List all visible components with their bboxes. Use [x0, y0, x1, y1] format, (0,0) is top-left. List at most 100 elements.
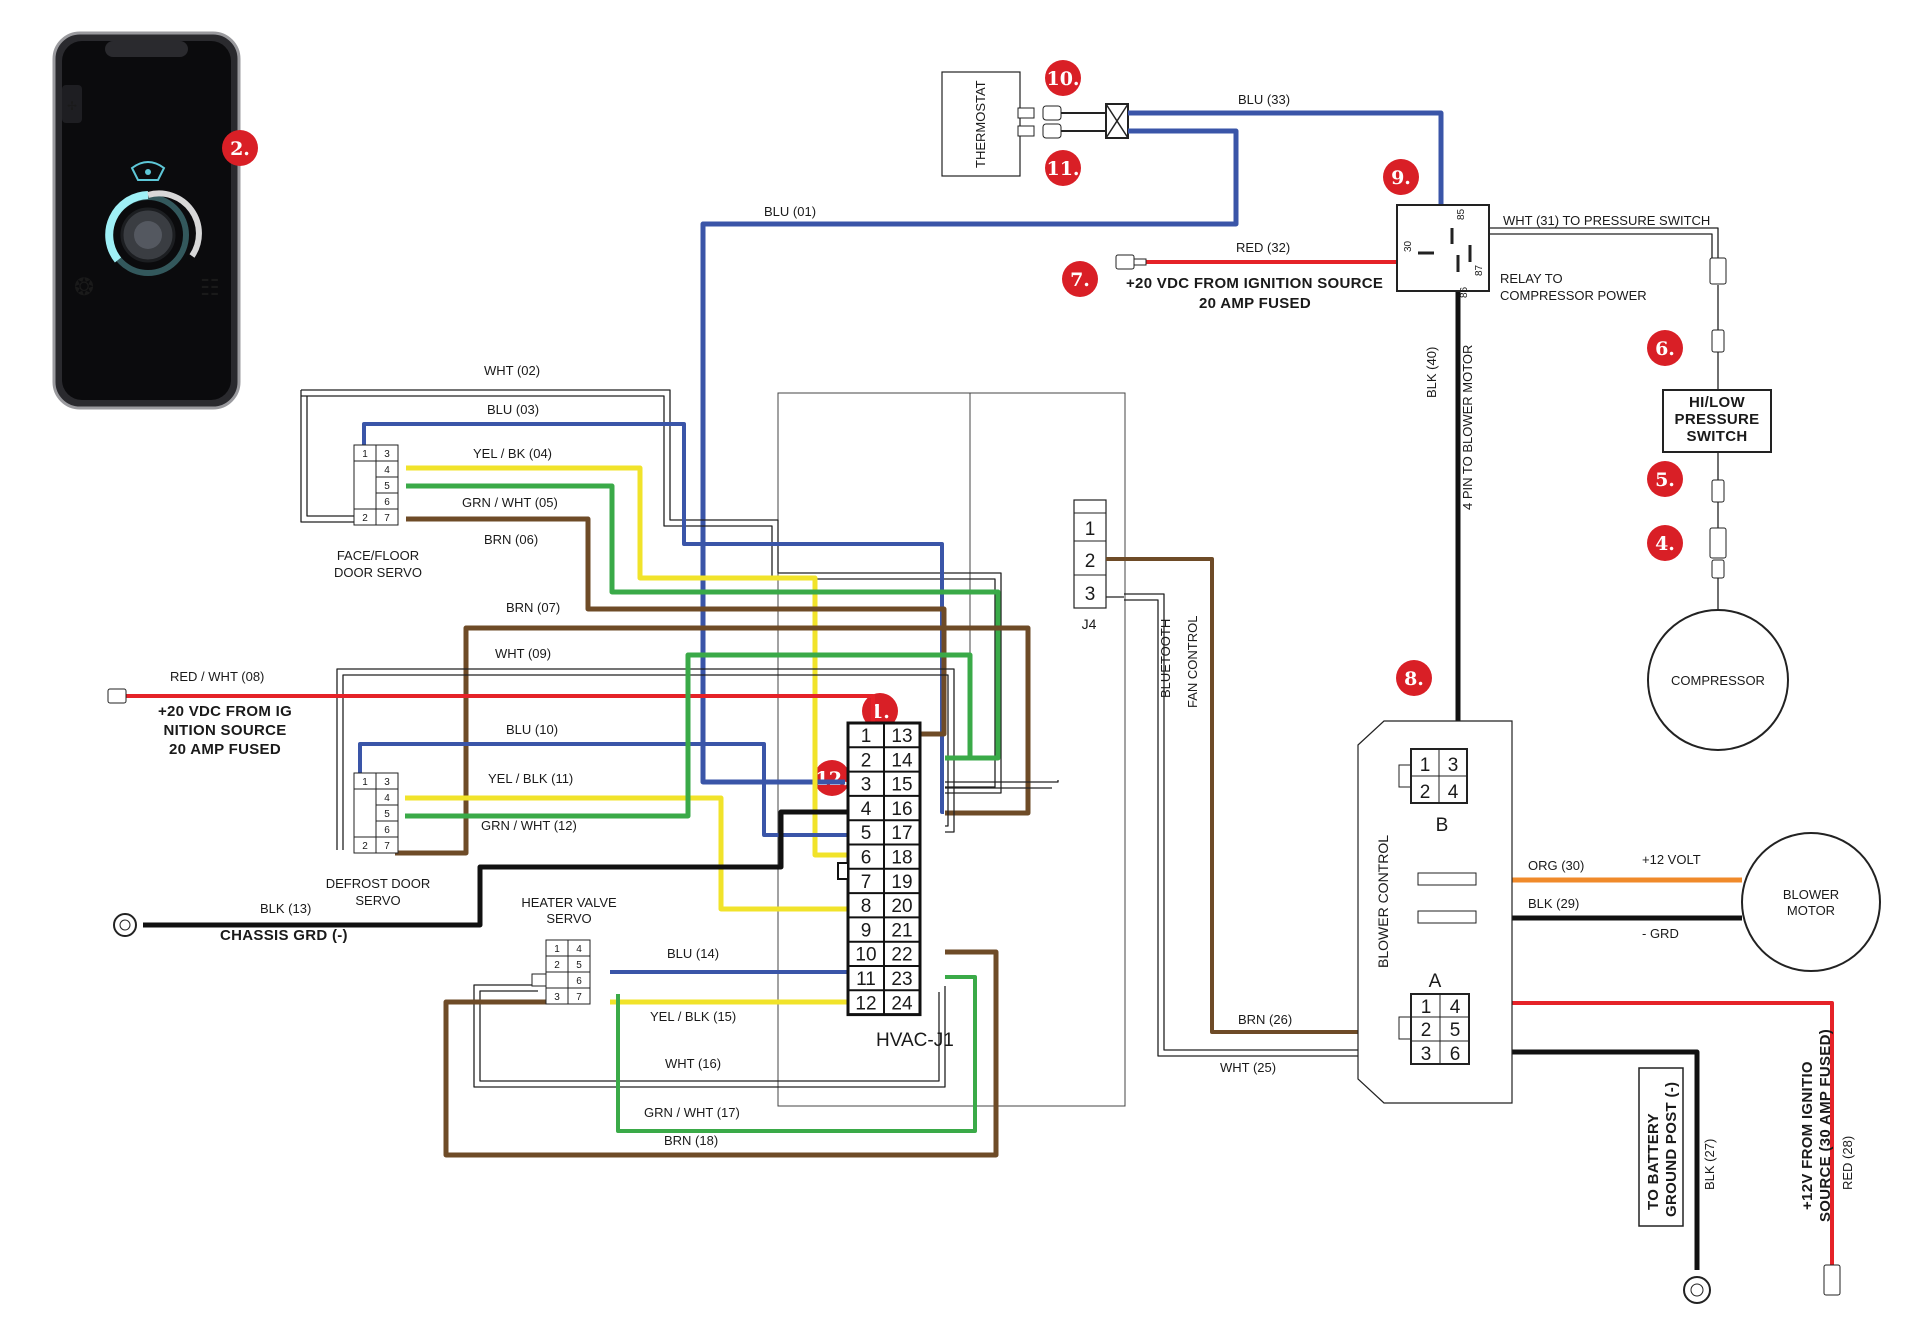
badge-10: 10.: [1045, 60, 1081, 96]
j1-pin-left: 12: [855, 993, 876, 1014]
svg-text:BLU (14): BLU (14): [667, 946, 719, 961]
j1-pin-right: 23: [891, 969, 912, 990]
svg-text:B: B: [1436, 815, 1449, 836]
svg-text:BLU (03): BLU (03): [487, 402, 539, 417]
badge-4: 4.: [1647, 525, 1683, 561]
badge-12: 12.: [814, 760, 850, 796]
svg-text:4.: 4.: [1655, 533, 1675, 555]
svg-text:RED (32): RED (32): [1236, 240, 1290, 255]
svg-text:PRESSURE: PRESSURE: [1675, 411, 1760, 428]
svg-text:SERVO: SERVO: [546, 911, 591, 926]
j1-pin-left: 11: [856, 969, 876, 990]
notes: +20 VDC FROM IGNITION SOURCE 20 AMP FUSE…: [158, 275, 1834, 1222]
side-tab[interactable]: [62, 85, 82, 123]
j1-pin-left: 8: [861, 896, 872, 917]
svg-text:4: 4: [1450, 997, 1461, 1018]
servo-pin: 7: [576, 992, 582, 1003]
servo-pin: 2: [362, 841, 368, 852]
j1-pin-left: 4: [861, 799, 872, 820]
pressure-switch-assembly: HI/LOW PRESSURE SWITCH: [1662, 257, 1772, 579]
svg-text:4 PIN TO BLOWER MOTOR: 4 PIN TO BLOWER MOTOR: [1460, 345, 1475, 510]
svg-text:BRN (06): BRN (06): [484, 532, 538, 547]
svg-text:BLUETOOTH: BLUETOOTH: [1158, 619, 1173, 698]
svg-text:A: A: [1429, 971, 1442, 992]
svg-text:BRN (07): BRN (07): [506, 600, 560, 615]
svg-text:2: 2: [1085, 551, 1096, 572]
face-vent-icon[interactable]: ❂: [74, 274, 94, 301]
svg-text:2: 2: [1421, 1020, 1432, 1041]
svg-text:DEFROST DOOR: DEFROST DOOR: [326, 876, 431, 891]
j1-pin-right: 18: [891, 848, 912, 869]
svg-text:12.: 12.: [815, 768, 848, 790]
svg-text:WHT (09): WHT (09): [495, 646, 551, 661]
servo-pin: 4: [384, 793, 390, 804]
svg-text:YEL / BLK (11): YEL / BLK (11): [488, 771, 573, 786]
j1-pin-right: 20: [891, 896, 912, 917]
svg-text:THERMOSTAT: THERMOSTAT: [973, 80, 988, 168]
servo-pin: 3: [384, 449, 390, 460]
badge-2: 2.: [222, 130, 258, 166]
servo-pin: 2: [554, 960, 560, 971]
svg-text:4: 4: [1448, 782, 1459, 803]
svg-text:3: 3: [1085, 584, 1096, 605]
temperature-dial[interactable]: [105, 190, 202, 276]
svg-text:YEL / BLK (15): YEL / BLK (15): [650, 1009, 736, 1024]
svg-text:2: 2: [1420, 782, 1431, 803]
svg-text:86: 86: [1459, 286, 1470, 298]
j1-pin-right: 22: [891, 945, 912, 966]
servo-pin: 1: [362, 449, 368, 460]
svg-text:3: 3: [1448, 755, 1459, 776]
badge-9: 9.: [1383, 159, 1419, 195]
svg-text:BLU (33): BLU (33): [1238, 92, 1290, 107]
floor-vent-icon[interactable]: ☷: [200, 275, 220, 300]
svg-text:BLK (27): BLK (27): [1702, 1139, 1717, 1190]
phone-app-mockup: ✢ ❂ ☷: [52, 31, 241, 410]
j1-pin-left: 7: [861, 872, 872, 893]
servo-pin: 7: [384, 513, 390, 524]
svg-text:BLK (13): BLK (13): [260, 901, 311, 916]
svg-text:BRN (18): BRN (18): [664, 1133, 718, 1148]
servo-pin: 1: [554, 944, 560, 955]
blower-control-module: BLOWER CONTROL 1 3 2 4 B A 1 4 2 5 3: [1357, 720, 1513, 1104]
svg-text:BLOWER: BLOWER: [1783, 887, 1839, 902]
servo-pin: 3: [384, 777, 390, 788]
badge-5: 5.: [1647, 461, 1683, 497]
svg-text:+12 VOLT: +12 VOLT: [1642, 852, 1701, 867]
badges: 2. 10. 11. 9. 7. 6. 5. 4. 8. 1. 12. 3.: [222, 60, 1737, 796]
svg-text:MOTOR: MOTOR: [1787, 903, 1835, 918]
svg-text:GRN / WHT (17): GRN / WHT (17): [644, 1105, 740, 1120]
windshield-defrost-icon[interactable]: [130, 161, 166, 181]
hvac-j1-label: HVAC-J1: [876, 1030, 954, 1051]
svg-text:20 AMP FUSED: 20 AMP FUSED: [1199, 295, 1311, 312]
svg-text:TO BATTERY: TO BATTERY: [1645, 1113, 1662, 1210]
svg-text:WHT (16): WHT (16): [665, 1056, 721, 1071]
svg-text:BLU (01): BLU (01): [764, 204, 816, 219]
svg-text:NITION SOURCE: NITION SOURCE: [163, 722, 286, 739]
svg-text:COMPRESSOR POWER: COMPRESSOR POWER: [1500, 288, 1647, 303]
badge-7: 7.: [1062, 261, 1098, 297]
ign12-terminal: [1823, 1264, 1841, 1296]
svg-text:11.: 11.: [1046, 158, 1079, 180]
servo-pin: 5: [576, 960, 582, 971]
svg-text:3: 3: [1421, 1044, 1432, 1065]
svg-text:FAN CONTROL: FAN CONTROL: [1185, 616, 1200, 708]
j1-pin-left: 2: [861, 750, 872, 771]
svg-text:1: 1: [1085, 519, 1096, 540]
hvac-unit-outline: [777, 392, 1126, 1107]
j1-pin-right: 14: [891, 750, 913, 771]
svg-text:ORG (30): ORG (30): [1528, 858, 1584, 873]
servo-pin: 4: [576, 944, 582, 955]
j1-pin-left: 1: [861, 726, 872, 747]
svg-text:20 AMP FUSED: 20 AMP FUSED: [169, 741, 281, 758]
j1-pin-right: 24: [891, 993, 913, 1014]
svg-text:RED / WHT (08): RED / WHT (08): [170, 669, 264, 684]
servo-pin: 6: [384, 497, 390, 508]
j1-pin-right: 17: [891, 823, 912, 844]
svg-text:2.: 2.: [230, 138, 250, 160]
svg-text:HEATER VALVE: HEATER VALVE: [521, 895, 617, 910]
svg-text:SOURCE (30 AMP FUSED): SOURCE (30 AMP FUSED): [1817, 1029, 1834, 1222]
